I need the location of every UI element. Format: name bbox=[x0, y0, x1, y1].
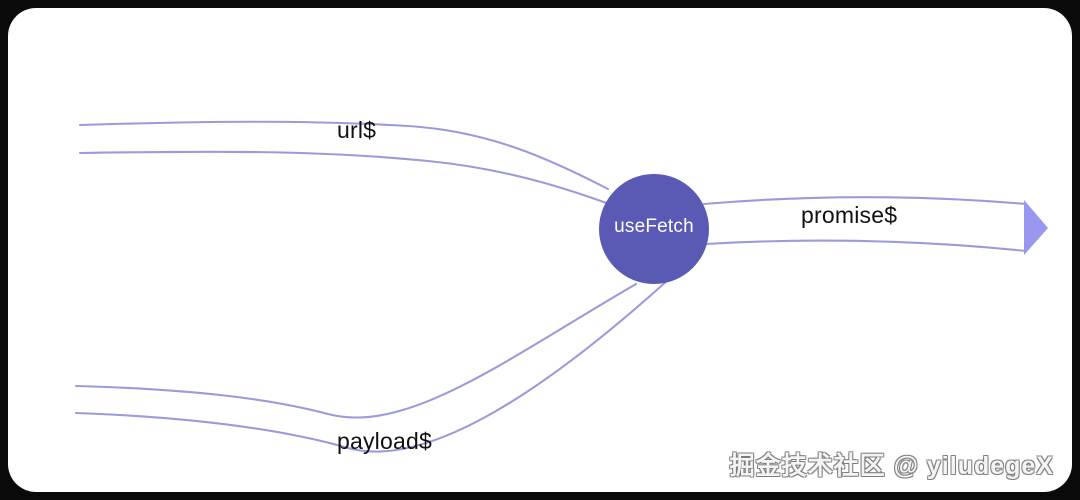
marble-diagram-svg bbox=[74, 120, 1048, 453]
stream-label-promise: promise$ bbox=[801, 202, 898, 228]
stream-promise-line-top bbox=[702, 196, 1028, 206]
stream-url-line-top bbox=[78, 120, 610, 191]
stream-payload bbox=[74, 278, 670, 453]
diagram-card: useFetch url$ payload$ promise$ 掘金技术社区 @… bbox=[8, 8, 1072, 492]
stream-payload-line-bottom bbox=[74, 278, 670, 453]
stream-url-line-bottom bbox=[78, 150, 614, 207]
stream-promise bbox=[702, 196, 1028, 253]
stream-label-payload: payload$ bbox=[337, 428, 432, 454]
stream-payload-line-top bbox=[74, 282, 638, 419]
stream-url bbox=[78, 120, 614, 207]
flow-arrowhead-icon bbox=[1024, 200, 1048, 255]
stream-promise-line-bottom bbox=[704, 239, 1028, 253]
stream-label-url: url$ bbox=[337, 117, 377, 143]
operator-node-circle[interactable] bbox=[599, 174, 709, 284]
